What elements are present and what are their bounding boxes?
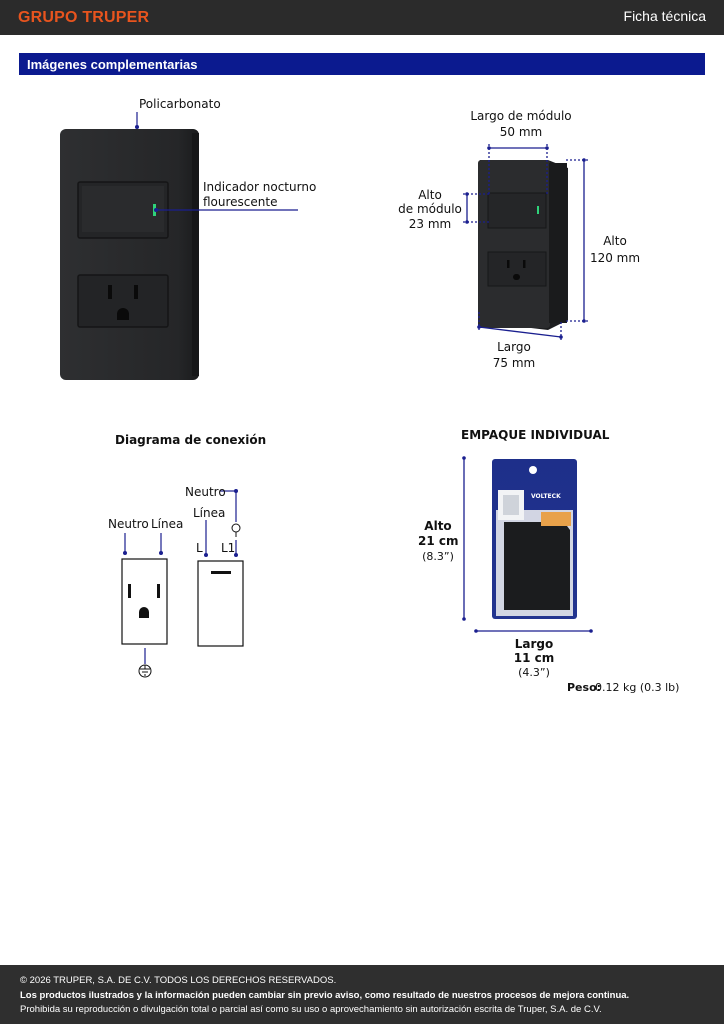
terminal-l: L: [196, 541, 203, 555]
top-bar: GRUPO TRUPER Ficha técnica: [0, 0, 724, 35]
footer-copyright: © 2026 TRUPER, S.A. DE C.V. TODOS LOS DE…: [20, 975, 337, 986]
module-height-label-line1: Alto: [418, 188, 442, 202]
module-height-label-line2: de módulo: [398, 202, 462, 216]
wiring-linea-top: Línea: [193, 506, 226, 520]
weight-label: Peso:: [567, 681, 602, 694]
length-value: 75 mm: [492, 356, 536, 370]
wiring-linea-left: Línea: [151, 517, 184, 531]
package-height-label: Alto: [424, 519, 452, 533]
module-height-value: 23 mm: [408, 217, 452, 231]
terminal-l1: L1: [221, 541, 236, 555]
wiring-title: Diagrama de conexión: [115, 433, 267, 447]
section-header: Imágenes complementarias: [19, 53, 705, 75]
section-title: Imágenes complementarias: [27, 57, 198, 72]
height-value: 120 mm: [589, 251, 641, 265]
indicator-label-line1: Indicador nocturno: [203, 180, 317, 194]
document-type: Ficha técnica: [623, 8, 706, 24]
material-label: Policarbonato: [139, 97, 221, 111]
package-title: EMPAQUE INDIVIDUAL: [461, 428, 610, 442]
wiring-neutro-left: Neutro: [108, 517, 149, 531]
package-length-label: Largo: [514, 637, 554, 651]
footer: © 2026 TRUPER, S.A. DE C.V. TODOS LOS DE…: [0, 965, 724, 1024]
bag-brand: VOLTECK: [531, 493, 561, 500]
indicator-label-line2: flourescente: [203, 195, 278, 209]
height-label: Alto: [603, 234, 627, 248]
brand-logo: GRUPO TRUPER: [18, 9, 150, 26]
product-plate: [60, 129, 199, 380]
package-height-in: (8.3”): [422, 550, 454, 563]
weight-value: 0.12 kg (0.3 lb): [595, 681, 680, 694]
package-length-in: (4.3”): [518, 666, 550, 679]
wiring-neutro-top: Neutro: [185, 485, 226, 499]
package-height-cm: 21 cm: [418, 534, 459, 548]
footer-disclaimer: Los productos ilustrados y la informació…: [20, 990, 630, 1001]
footer-prohibition: Prohibida su reproducción o divulgación …: [20, 1004, 602, 1015]
length-label: Largo: [497, 340, 531, 354]
package-length-cm: 11 cm: [513, 651, 555, 665]
module-width-value: 50 mm: [499, 125, 543, 139]
module-width-label: Largo de módulo: [470, 109, 572, 123]
package-image: VOLTECK: [492, 459, 577, 619]
dimension-plate: [478, 160, 568, 330]
wiring-diagram: [121, 523, 244, 678]
